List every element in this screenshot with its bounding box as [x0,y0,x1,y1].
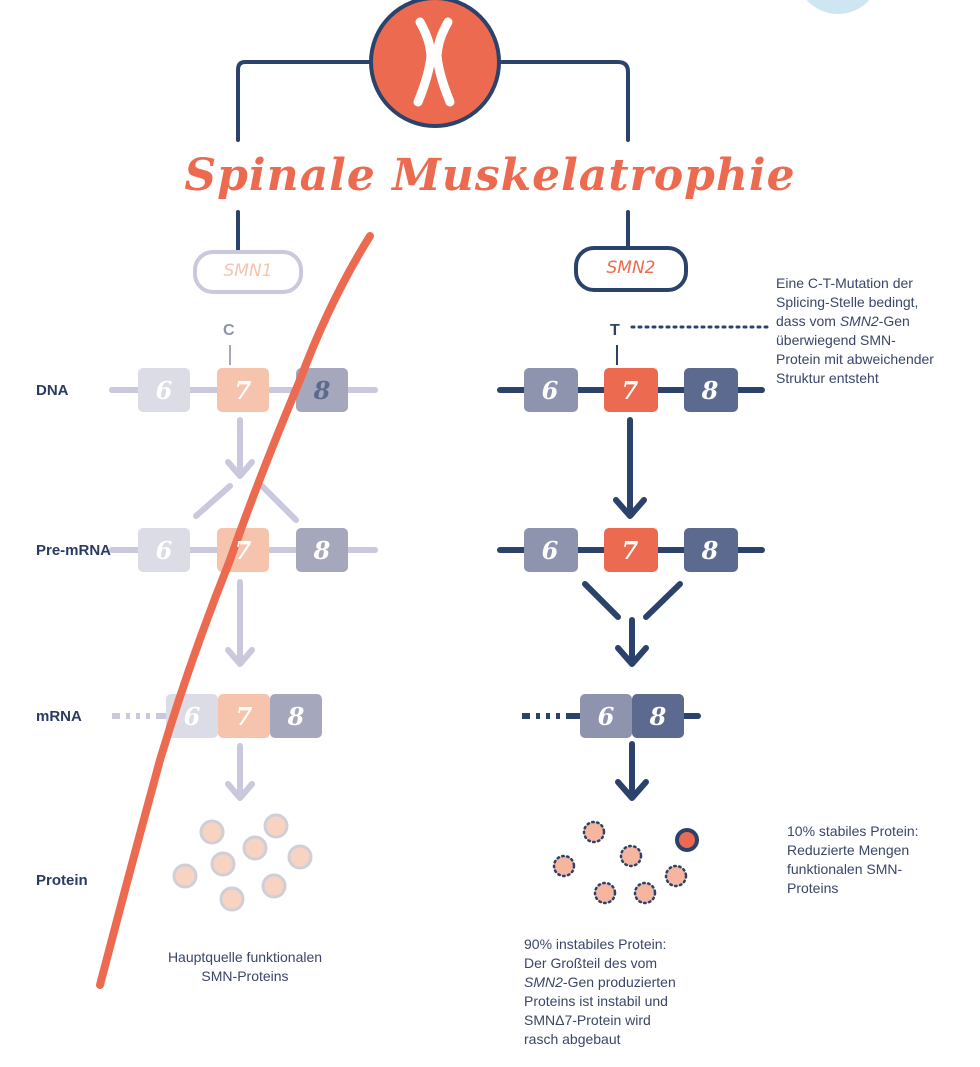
smn2-arrow-3 [615,741,649,801]
smn1-pill [193,250,303,294]
exon-number-8: 8 [701,536,719,565]
smn1-arrow-2 [225,579,255,667]
smn2-pre-mrna [497,528,765,572]
smn2-label: SMN2 [606,258,656,278]
exon-number-6: 6 [541,536,559,565]
exon-number-8: 8 [701,376,719,405]
smn1-dna [109,368,378,412]
exon-number-8: 8 [649,702,667,731]
exon-number-7: 7 [621,536,639,565]
exon-number-6: 6 [155,376,173,405]
mutation-note-line: dass vom SMN2-Gen [776,313,910,329]
mutation-note-line: Protein mit abweichender [776,351,934,367]
chromosome-icon [369,0,501,128]
smn2-pill [574,246,688,292]
mutation-note: Eine C-T-Mutation der Splicing-Stelle be… [776,274,976,388]
smn1-arrow-1 [193,417,299,523]
exon-number-6: 6 [541,376,559,405]
exon-number-7: 7 [234,376,252,405]
smn2-arrow-1 [613,417,647,519]
mutation-note-line: Splicing-Stelle bedingt, [776,294,919,310]
base-t: T [610,322,620,339]
exon-number-7: 7 [235,702,253,731]
smn1-label: SMN1 [223,261,273,281]
exon-number-6: 6 [597,702,615,731]
smn1-mrna [112,694,322,738]
smn2-dna [497,368,765,412]
smn2-stable-protein [675,828,699,852]
smn2-unstable-proteins [552,820,688,905]
exon-number-8: 8 [313,376,331,405]
smn1-strike-line [96,232,374,989]
row-label-mrna: mRNA [36,708,82,725]
row-label-dna: DNA [36,382,69,399]
mutation-note-line: Struktur entsteht [776,370,879,386]
smn1-protein-note: Hauptquelle funktionalen SMN-Proteins [167,949,323,984]
exon-number-8: 8 [313,536,331,565]
diagram-title: Spinale Muskelatrophie [184,150,796,201]
base-c: C [223,322,235,339]
frame-line-left [236,60,374,142]
exon-number-7: 7 [234,536,252,565]
smn1-proteins [172,813,313,912]
mutation-note-line: Eine C-T-Mutation der [776,275,913,291]
smn2-arrow-2 [582,581,683,667]
exon-number-6: 6 [155,536,173,565]
exon-number-7: 7 [621,376,639,405]
unstable-protein-note: 90% instabiles Protein: Der Großteil des… [524,936,676,1047]
exon-number-8: 8 [287,702,305,731]
row-label-protein: Protein [36,872,88,889]
frame-line-right [496,60,630,142]
row-label-pre-mrna: Pre-mRNA [36,542,112,559]
mutation-note-line: überwiegend SMN- [776,332,896,348]
decorative-circle [806,0,870,14]
stable-protein-note: 10% stabiles Protein: Reduzierte Mengen … [787,823,919,896]
smn1-arrow-3 [225,743,255,801]
exon-number-6: 6 [183,702,201,731]
smn2-mrna [522,694,701,738]
